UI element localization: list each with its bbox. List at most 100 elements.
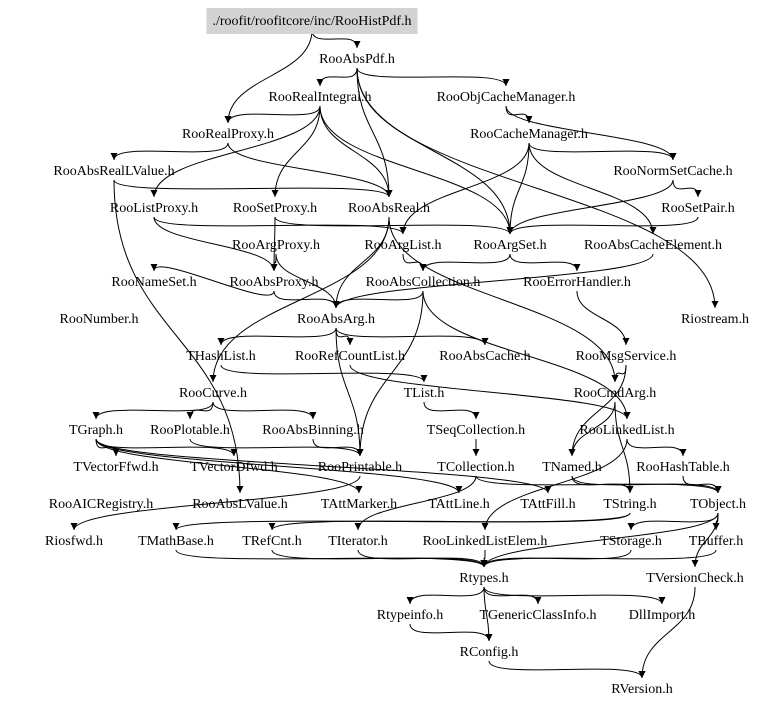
- node-label: RooRefCountList.h: [295, 349, 405, 364]
- node-roolinkedlistelem[interactable]: RooLinkedListElem.h: [423, 534, 548, 549]
- node-label: RooAbsBinning.h: [262, 423, 364, 438]
- node-rversion[interactable]: RVersion.h: [611, 682, 673, 697]
- node-roolistproxy[interactable]: RooListProxy.h: [110, 201, 198, 216]
- node-rooaicregistry[interactable]: RooAICRegistry.h: [49, 497, 153, 512]
- node-label: RooAbsRealLValue.h: [53, 164, 174, 179]
- node-tversioncheck[interactable]: TVersionCheck.h: [646, 571, 744, 586]
- node-tattmarker[interactable]: TAttMarker.h: [321, 497, 397, 512]
- edge-rtypeinfo-to-rconfig: [409, 623, 493, 642]
- node-roomsgservice[interactable]: RooMsgService.h: [576, 349, 677, 364]
- node-rooabsreal[interactable]: RooAbsReal.h: [348, 201, 430, 216]
- node-roohistpdf[interactable]: ./roofit/roofitcore/inc/RooHistPdf.h: [206, 8, 418, 34]
- node-label: RooAbsPdf.h: [319, 52, 395, 67]
- node-thashlist[interactable]: THashList.h: [186, 349, 256, 364]
- edge-tobject-to-tstorage: [627, 512, 719, 531]
- edge-rooabsreallvalue-to-rooabslvalue: [113, 179, 244, 494]
- node-tvectordfwd[interactable]: TVectorDfwd.h: [190, 460, 277, 475]
- node-label: TNamed.h: [542, 460, 601, 475]
- node-roocachemanager[interactable]: RooCacheManager.h: [470, 127, 588, 142]
- edge-roocurve-to-tgraph: [92, 401, 214, 420]
- node-rooobjcachemanager[interactable]: RooObjCacheManager.h: [437, 90, 576, 105]
- node-tbuffer[interactable]: TBuffer.h: [689, 534, 744, 549]
- node-tcollection[interactable]: TCollection.h: [437, 460, 514, 475]
- node-label: TVectorDfwd.h: [190, 460, 277, 475]
- node-riosfwd[interactable]: Riosfwd.h: [45, 534, 103, 549]
- node-tattfill[interactable]: TAttFill.h: [520, 497, 575, 512]
- node-roosetpair[interactable]: RooSetPair.h: [661, 201, 735, 216]
- node-rooabsproxy[interactable]: RooAbsProxy.h: [230, 275, 319, 290]
- node-label: RVersion.h: [611, 682, 673, 697]
- node-tlist[interactable]: TList.h: [404, 386, 445, 401]
- node-roonameset[interactable]: RooNameSet.h: [111, 275, 196, 290]
- node-titerator[interactable]: TIterator.h: [328, 534, 387, 549]
- edge-tobject-to-tversioncheck: [691, 512, 719, 568]
- node-roonormsetcache[interactable]: RooNormSetCache.h: [613, 164, 732, 179]
- node-label: RooAbsCacheElement.h: [584, 238, 722, 253]
- node-rooplotable[interactable]: RooPlotable.h: [150, 423, 230, 438]
- edge-tgraph-to-tattfill: [95, 438, 552, 494]
- node-label: TSeqCollection.h: [427, 423, 525, 438]
- node-rooerrorhandler[interactable]: RooErrorHandler.h: [523, 275, 631, 290]
- node-label: RooAbsCollection.h: [366, 275, 481, 290]
- node-roonumber[interactable]: RooNumber.h: [60, 312, 139, 327]
- node-label: RooAbsProxy.h: [230, 275, 319, 290]
- node-tstorage[interactable]: TStorage.h: [600, 534, 662, 549]
- node-label: RooCacheManager.h: [470, 127, 588, 142]
- node-rooabscacheelement[interactable]: RooAbsCacheElement.h: [584, 238, 722, 253]
- node-rconfig[interactable]: RConfig.h: [460, 645, 519, 660]
- edge-rooabspdf-to-roorealintegral: [316, 67, 358, 87]
- edge-rooabsreal-to-rooabsarg: [332, 216, 390, 309]
- node-trefcnt[interactable]: TRefCnt.h: [242, 534, 302, 549]
- edge-roocurve-to-rooplotable: [186, 401, 214, 420]
- node-tobject[interactable]: TObject.h: [690, 497, 746, 512]
- edge-rtypes-to-dllimport: [483, 586, 666, 605]
- node-label: TGenericClassInfo.h: [479, 608, 596, 623]
- node-rooabslvalue[interactable]: RooAbsLValue.h: [192, 497, 288, 512]
- edge-titerator-to-rtypes: [357, 549, 488, 568]
- node-roorealintegral[interactable]: RooRealIntegral.h: [268, 90, 371, 105]
- node-tattline[interactable]: TAttLine.h: [428, 497, 489, 512]
- node-rooabscollection[interactable]: RooAbsCollection.h: [366, 275, 481, 290]
- edge-thashlist-to-tlist: [220, 364, 428, 383]
- node-roorefcountlist[interactable]: RooRefCountList.h: [295, 349, 405, 364]
- edge-roorealproxy-to-rooabsreallvalue: [110, 142, 229, 161]
- node-rooabsbinning[interactable]: RooAbsBinning.h: [262, 423, 364, 438]
- node-roohashtable[interactable]: RooHashTable.h: [636, 460, 730, 475]
- node-label: TBuffer.h: [689, 534, 744, 549]
- edge-roosetproxy-to-rooargset: [274, 216, 514, 235]
- node-roocmdarg[interactable]: RooCmdArg.h: [574, 386, 657, 401]
- node-tgraph[interactable]: TGraph.h: [69, 423, 123, 438]
- node-tstring[interactable]: TString.h: [603, 497, 656, 512]
- node-label: Riostream.h: [681, 312, 749, 327]
- node-dllimport[interactable]: DllImport.h: [629, 608, 696, 623]
- edge-rooprintable-to-riosfwd: [70, 475, 361, 531]
- node-roocurve[interactable]: RooCurve.h: [179, 386, 247, 401]
- node-rooabsarg[interactable]: RooAbsArg.h: [297, 312, 375, 327]
- node-tmathbase[interactable]: TMathBase.h: [138, 534, 214, 549]
- node-rooarglist[interactable]: RooArgList.h: [364, 238, 441, 253]
- edge-tstring-to-tmathbase: [172, 512, 631, 531]
- node-rooprintable[interactable]: RooPrintable.h: [318, 460, 402, 475]
- node-label: ./roofit/roofitcore/inc/RooHistPdf.h: [212, 14, 411, 29]
- node-rooabspdf[interactable]: RooAbsPdf.h: [319, 52, 395, 67]
- node-rooargset[interactable]: RooArgSet.h: [473, 238, 546, 253]
- node-tgenericclassinfo[interactable]: TGenericClassInfo.h: [479, 608, 596, 623]
- node-rooabscache[interactable]: RooAbsCache.h: [439, 349, 530, 364]
- node-roosetproxy[interactable]: RooSetProxy.h: [233, 201, 317, 216]
- node-rooargproxy[interactable]: RooArgProxy.h: [232, 238, 320, 253]
- node-rtypeinfo[interactable]: Rtypeinfo.h: [377, 608, 444, 623]
- node-rooabsreallvalue[interactable]: RooAbsRealLValue.h: [53, 164, 174, 179]
- node-label: RooCmdArg.h: [574, 386, 657, 401]
- node-rtypes[interactable]: Rtypes.h: [459, 571, 508, 586]
- node-roorealproxy[interactable]: RooRealProxy.h: [182, 127, 274, 142]
- node-roolinkedlist[interactable]: RooLinkedList.h: [579, 423, 674, 438]
- node-label: RooErrorHandler.h: [523, 275, 631, 290]
- node-tvectorffwd[interactable]: TVectorFfwd.h: [73, 460, 158, 475]
- node-riostream[interactable]: Riostream.h: [681, 312, 749, 327]
- node-tseqcollection[interactable]: TSeqCollection.h: [427, 423, 525, 438]
- node-tnamed[interactable]: TNamed.h: [542, 460, 601, 475]
- edge-rooabscacheelement-to-rooabsarg: [332, 253, 654, 309]
- edge-rooabscollection-to-rooabsarg: [332, 290, 424, 309]
- edge-roolistproxy-to-rooarglist: [153, 216, 407, 235]
- node-label: RooPrintable.h: [318, 460, 402, 475]
